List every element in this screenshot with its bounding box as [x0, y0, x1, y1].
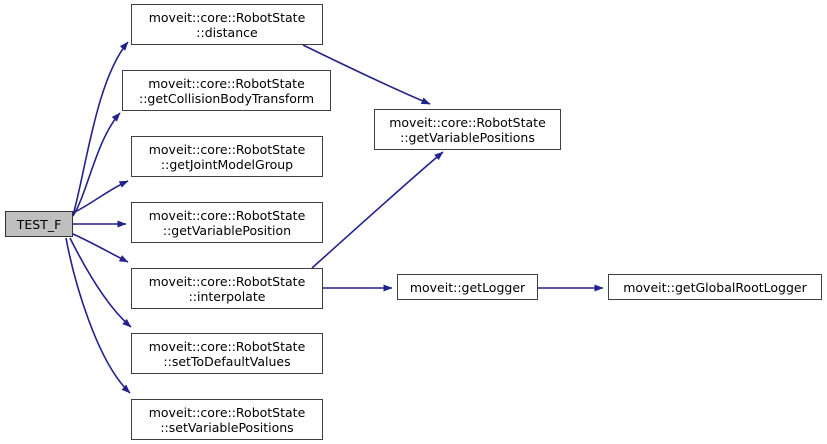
edge-test_f-distance	[72, 41, 129, 216]
node-label: moveit::core::RobotState ::interpolate	[148, 273, 306, 304]
node-robotstate-settodefaultvalues[interactable]: moveit::core::RobotState ::setToDefaultV…	[131, 333, 323, 374]
node-robotstate-getcollisionbodytransform[interactable]: moveit::core::RobotState ::getCollisionB…	[122, 70, 331, 111]
node-test-f[interactable]: TEST_F	[5, 211, 73, 237]
node-robotstate-getvariablepositions[interactable]: moveit::core::RobotState ::getVariablePo…	[374, 109, 561, 150]
edge-test_f-interpolate	[72, 233, 129, 263]
node-moveit-getgloballogger[interactable]: moveit::getGlobalRootLogger	[608, 274, 822, 300]
node-label: TEST_F	[16, 216, 62, 232]
node-robotstate-setvariablepositions[interactable]: moveit::core::RobotState ::setVariablePo…	[131, 399, 323, 440]
node-label: moveit::core::RobotState ::getCollisionB…	[138, 75, 315, 106]
node-moveit-getlogger[interactable]: moveit::getLogger	[397, 274, 538, 300]
node-robotstate-distance[interactable]: moveit::core::RobotState ::distance	[131, 4, 323, 45]
node-label: moveit::core::RobotState ::getJointModel…	[148, 141, 306, 172]
edge-interpolate-getvariablepositions	[311, 151, 444, 269]
node-robotstate-getvariableposition[interactable]: moveit::core::RobotState ::getVariablePo…	[131, 202, 323, 243]
node-label: moveit::core::RobotState ::setToDefaultV…	[148, 338, 306, 369]
node-robotstate-getjointmodelgroup[interactable]: moveit::core::RobotState ::getJointModel…	[131, 136, 323, 177]
edge-test_f-settodefaultvalues	[69, 237, 132, 328]
node-label: moveit::getGlobalRootLogger	[623, 279, 807, 295]
node-label: moveit::core::RobotState ::getVariablePo…	[148, 207, 306, 238]
edge-test_f-getcollisionbodytransform	[72, 112, 121, 217]
node-label: moveit::core::RobotState ::getVariablePo…	[389, 114, 546, 145]
edge-test_f-getjointmodelgroup	[72, 180, 129, 214]
node-label: moveit::core::RobotState ::setVariablePo…	[148, 404, 306, 435]
node-robotstate-interpolate[interactable]: moveit::core::RobotState ::interpolate	[131, 268, 323, 309]
node-label: moveit::getLogger	[409, 279, 526, 295]
edge-test_f-setvariablepositions	[65, 237, 131, 394]
node-label: moveit::core::RobotState ::distance	[148, 9, 306, 40]
